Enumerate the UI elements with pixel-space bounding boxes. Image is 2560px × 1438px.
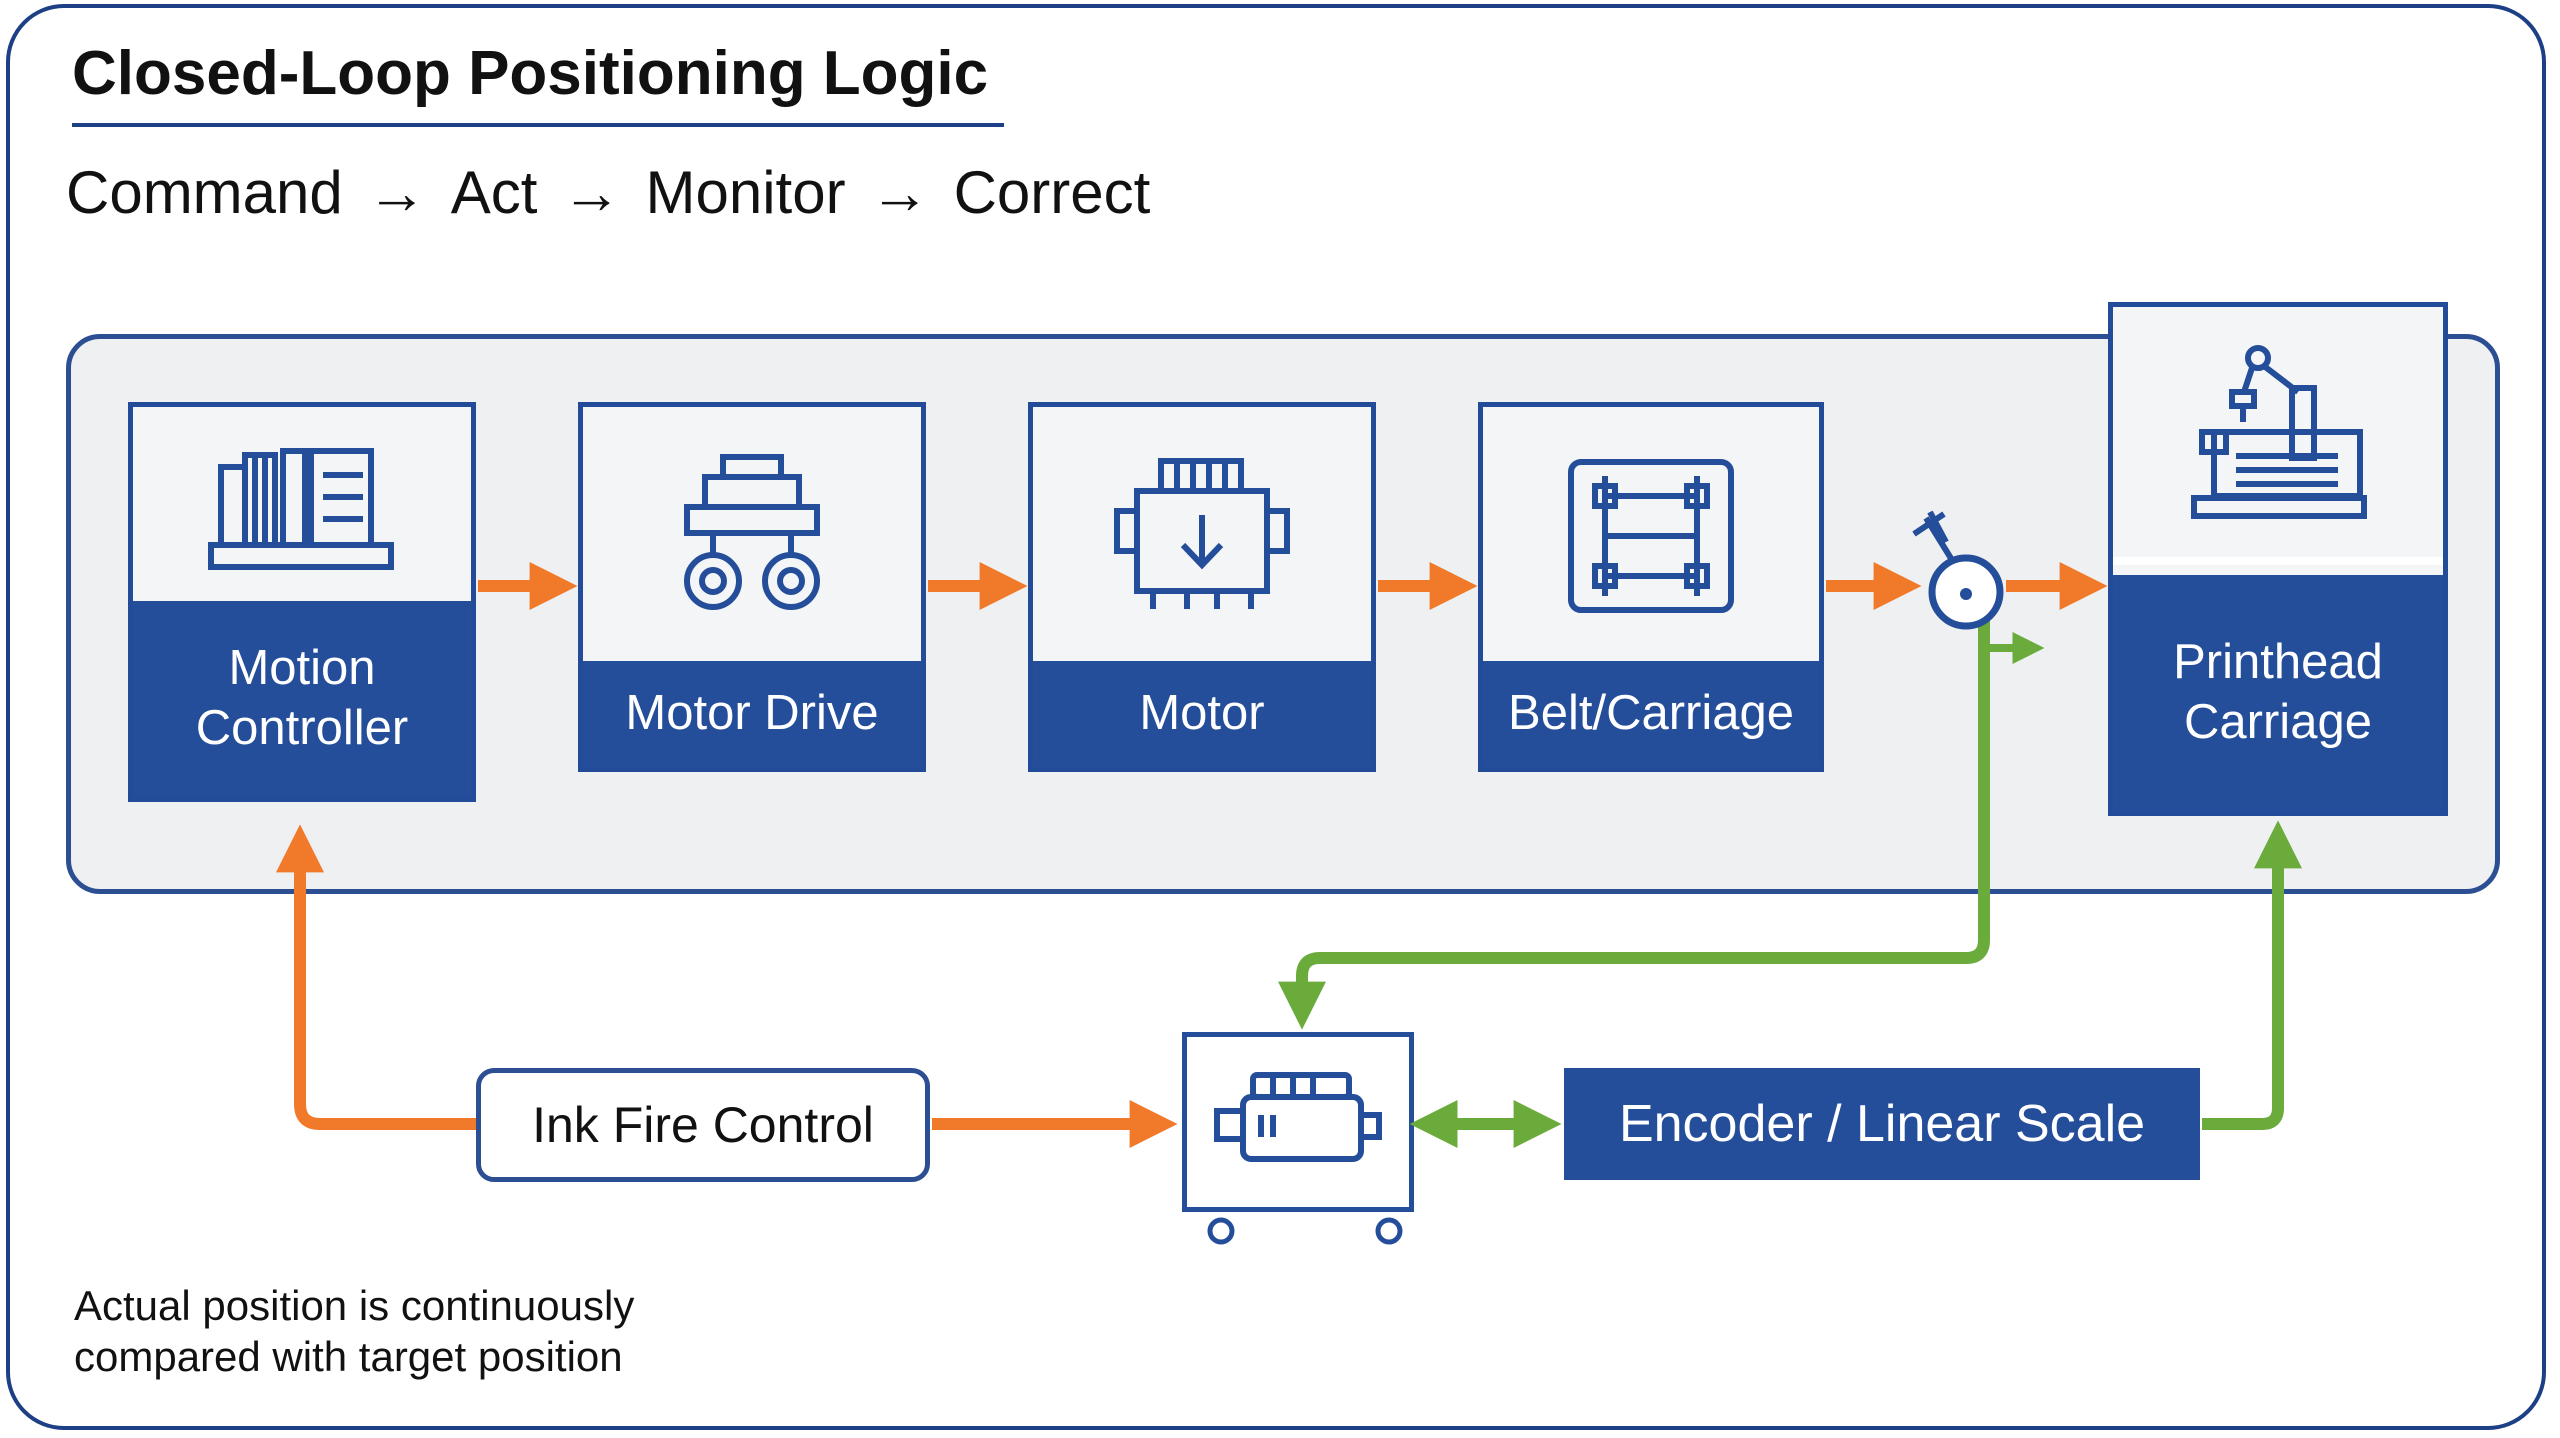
motor-icon [1033, 407, 1371, 665]
page-title: Closed-Loop Positioning Logic [72, 38, 1004, 127]
motor-module-box [1182, 1032, 1414, 1245]
step-act: Act [450, 159, 538, 226]
motion-controller-label: Motion Controller [133, 601, 471, 797]
caster-wheels-icon [1207, 1217, 1403, 1245]
step-arrow: → [561, 159, 622, 226]
motor-drive-label: Motor Drive [583, 661, 921, 767]
step-arrow: → [869, 159, 930, 226]
controller-rack-icon [133, 407, 471, 613]
motor-drive-block: Motor Drive [578, 402, 926, 772]
encoder-linear-scale-box: Encoder / Linear Scale [1564, 1068, 2200, 1180]
step-arrow: → [366, 159, 427, 226]
step-monitor: Monitor [645, 159, 846, 226]
robot-arm-icon [2113, 307, 2443, 557]
drive-cart-icon [583, 407, 921, 665]
belt-carriage-block: Belt/Carriage [1478, 402, 1824, 772]
belt-frame-icon [1483, 407, 1819, 665]
ink-fire-control-box: Ink Fire Control [476, 1068, 930, 1182]
step-correct: Correct [953, 159, 1151, 226]
motor-label: Motor [1033, 661, 1371, 767]
printhead-carriage-label: Printhead Carriage [2113, 575, 2443, 811]
motor-block: Motor [1028, 402, 1376, 772]
subtitle: Command → Act → Monitor → Correct [66, 158, 1150, 227]
motion-controller-block: Motion Controller [128, 402, 476, 802]
belt-carriage-label: Belt/Carriage [1483, 661, 1819, 767]
step-command: Command [66, 159, 343, 226]
footnote: Actual position is continuously compared… [74, 1282, 635, 1381]
motor-module-icon [1214, 1072, 1382, 1162]
printhead-carriage-block: Printhead Carriage [2108, 302, 2448, 816]
